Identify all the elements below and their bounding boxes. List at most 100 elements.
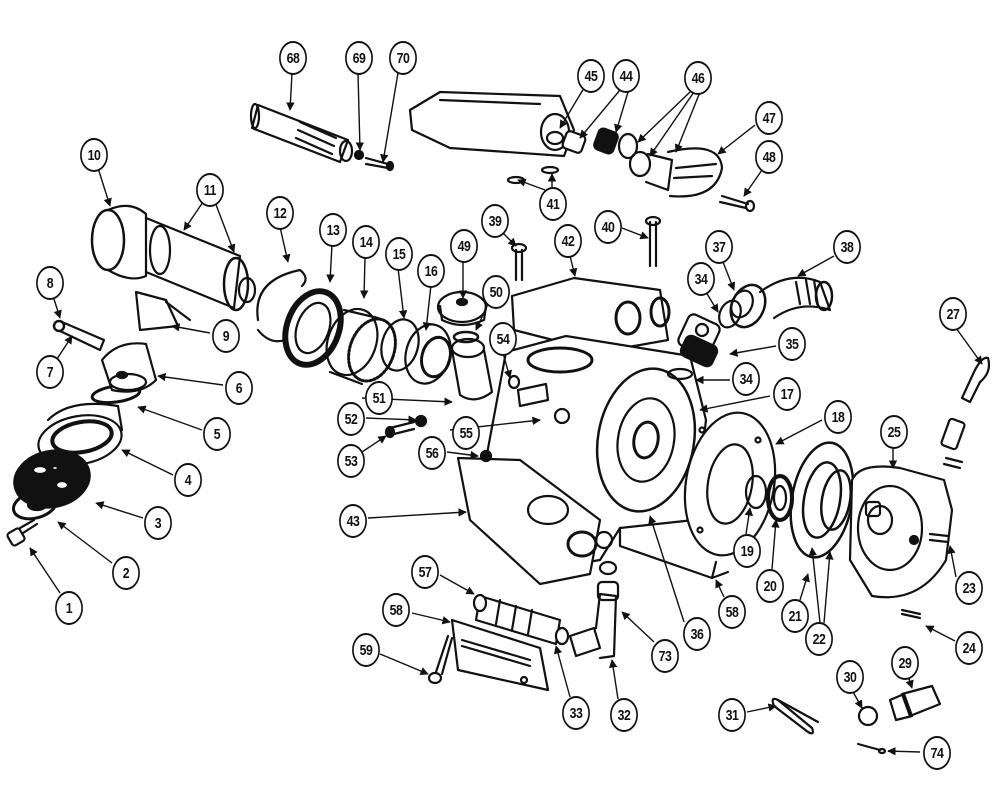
part-valve-35 <box>666 313 721 381</box>
callout-58b: 58 <box>718 595 746 629</box>
callout-21: 21 <box>781 599 809 633</box>
callout-43: 43 <box>339 504 367 538</box>
callout-11: 11 <box>196 173 224 207</box>
part-nut-37 <box>729 283 767 329</box>
part-seal-13 <box>282 288 344 368</box>
part-shaft-68 <box>249 102 395 172</box>
part-gauge-27 <box>940 356 991 470</box>
part-bolt-1 <box>6 518 39 547</box>
callout-17: 17 <box>773 377 801 411</box>
callout-70: 70 <box>389 41 417 75</box>
callout-47: 47 <box>755 101 783 135</box>
part-pin-7-8 <box>52 319 106 352</box>
callout-22: 22 <box>805 622 833 656</box>
part-fitting-29 <box>888 684 942 722</box>
part-manifold-top <box>408 90 576 158</box>
callout-10: 10 <box>80 138 108 172</box>
part-elbow-32-73 <box>568 560 620 660</box>
callout-34b: 34 <box>732 362 760 396</box>
callout-37: 37 <box>705 230 733 264</box>
part-elbow-51 <box>450 330 494 401</box>
callout-53: 53 <box>337 444 365 478</box>
callout-36: 36 <box>683 617 711 651</box>
callout-32: 32 <box>610 698 638 732</box>
part-bolt-59 <box>427 634 454 685</box>
callout-52: 52 <box>337 402 365 436</box>
part-cover-4 <box>37 402 124 466</box>
part-plug-56 <box>479 449 493 463</box>
part-bracket-58 <box>450 618 550 692</box>
callout-16: 16 <box>417 254 445 288</box>
part-valve-cap-46-47 <box>628 147 724 198</box>
callout-57: 57 <box>411 555 439 589</box>
callout-73: 73 <box>651 639 679 673</box>
callout-6: 6 <box>225 371 253 405</box>
part-bearing-14 <box>325 307 397 386</box>
part-plate-3 <box>13 449 91 509</box>
part-bolts-23-24 <box>900 532 950 620</box>
part-cap-49 <box>436 290 488 327</box>
callout-23: 23 <box>955 571 983 605</box>
part-cap-6 <box>100 342 158 393</box>
callout-59: 59 <box>352 633 380 667</box>
part-filter-57-33 <box>472 593 570 646</box>
callout-19: 19 <box>733 534 761 568</box>
part-base-58 <box>618 526 730 580</box>
callout-25: 25 <box>880 415 908 449</box>
part-bolts-39-40 <box>510 215 662 282</box>
callout-44: 44 <box>612 59 640 93</box>
part-washers-41 <box>506 165 560 185</box>
callout-48: 48 <box>755 140 783 174</box>
callout-5: 5 <box>203 417 231 451</box>
callout-29: 29 <box>891 646 919 680</box>
callout-9: 9 <box>212 319 240 353</box>
callout-7: 7 <box>36 355 64 389</box>
callout-40: 40 <box>594 210 622 244</box>
callout-45: 45 <box>577 59 605 93</box>
part-rear-cover-25 <box>848 465 954 599</box>
part-hose-38 <box>758 276 834 320</box>
part-ball-30 <box>857 705 879 727</box>
callout-2: 2 <box>112 556 140 590</box>
callout-1: 1 <box>55 591 83 625</box>
callout-30: 30 <box>836 660 864 694</box>
callout-69: 69 <box>345 41 373 75</box>
callout-49: 49 <box>450 229 478 263</box>
callout-56: 56 <box>418 436 446 470</box>
part-bearing-16 <box>404 323 452 385</box>
part-gasket-31 <box>771 697 820 735</box>
callout-50: 50 <box>482 275 510 309</box>
leader-lines <box>29 72 983 756</box>
callout-12: 12 <box>266 196 294 230</box>
part-cover-43 <box>456 456 614 586</box>
callout-51: 51 <box>365 381 393 415</box>
callout-33: 33 <box>562 696 590 730</box>
callout-27: 27 <box>939 297 967 331</box>
callout-39: 39 <box>481 204 509 238</box>
callout-14: 14 <box>352 225 380 259</box>
part-pin-74 <box>856 742 887 755</box>
callout-55: 55 <box>452 416 480 450</box>
callout-68: 68 <box>279 41 307 75</box>
callout-15: 15 <box>385 237 413 271</box>
part-bracket-9 <box>134 290 192 332</box>
callout-4: 4 <box>174 463 202 497</box>
part-gasket-plate-18 <box>683 411 777 557</box>
callout-58: 58 <box>382 593 410 627</box>
callout-74: 74 <box>923 736 951 770</box>
callout-34: 34 <box>687 262 715 296</box>
callout-46: 46 <box>684 61 712 95</box>
callout-54: 54 <box>489 322 517 356</box>
callout-38: 38 <box>833 230 861 264</box>
part-ring-15 <box>380 318 420 372</box>
callout-35: 35 <box>778 327 806 361</box>
callout-8: 8 <box>36 266 64 300</box>
part-housing-10 <box>90 204 257 312</box>
callout-13: 13 <box>319 213 347 247</box>
callout-41: 41 <box>539 187 567 221</box>
callout-3: 3 <box>144 506 172 540</box>
callout-42: 42 <box>554 224 582 258</box>
callout-31: 31 <box>718 698 746 732</box>
callout-24: 24 <box>955 631 983 665</box>
